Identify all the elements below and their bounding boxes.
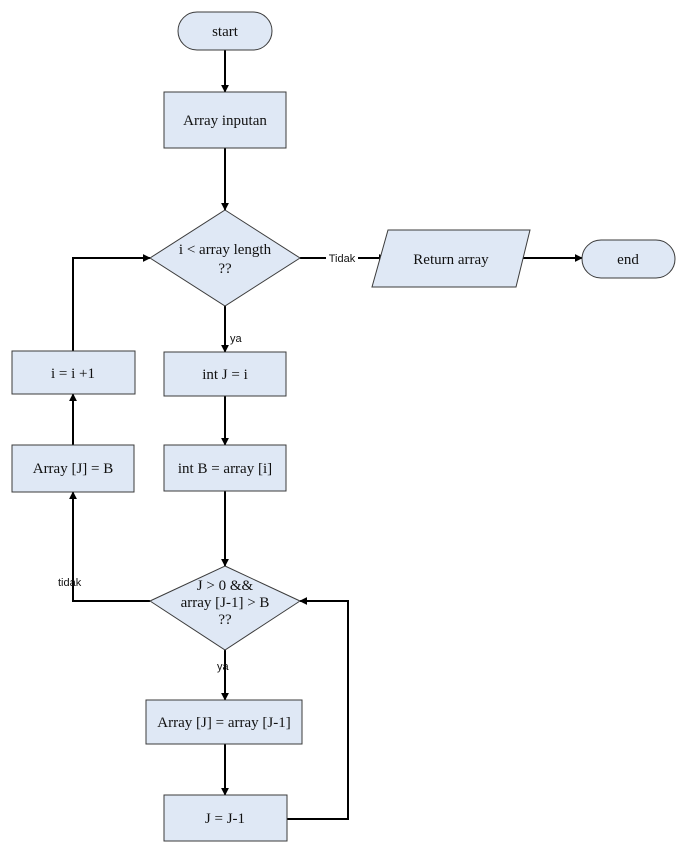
array-input-node: Array inputan (163, 91, 287, 149)
start-label: start (212, 24, 239, 40)
condition-shift-node: J > 0 && array [J-1] > B ?? (148, 565, 302, 651)
arrow-decrement-loop-to-cond2 (287, 597, 349, 820)
edge-label-ya-upper: ya (230, 333, 243, 345)
decrement-node: J = J-1 (163, 794, 288, 842)
condition-shift-line3: ?? (218, 612, 232, 628)
int-j-label: int J = i (202, 367, 248, 383)
assign-shift-node: Array [J] = array [J-1] (145, 699, 303, 745)
arrow-increment-to-cond1 (72, 254, 151, 351)
condition-shift-line2: array [J-1] > B (181, 595, 270, 611)
condition-array-length-line2: ?? (218, 261, 232, 277)
assign-b-label: Array [J] = B (33, 461, 114, 477)
decrement-label: J = J-1 (205, 811, 245, 827)
assign-b-node: Array [J] = B (11, 444, 135, 493)
end-node: end (581, 239, 676, 279)
assign-shift-label: Array [J] = array [J-1] (157, 715, 290, 731)
int-b-node: int B = array [i] (163, 444, 287, 492)
start-node: start (177, 11, 273, 51)
return-array-label: Return array (413, 252, 489, 268)
return-array-node: Return array (371, 229, 531, 288)
arrow-cond2-to-assignb (69, 491, 150, 602)
end-label: end (617, 252, 639, 268)
increment-label: i = i +1 (51, 366, 95, 382)
edge-label-tidak-lower: tidak (58, 577, 82, 589)
connectors (69, 50, 583, 820)
increment-node: i = i +1 (11, 350, 136, 395)
array-input-label: Array inputan (183, 113, 267, 129)
int-b-label: int B = array [i] (178, 461, 272, 477)
edge-labels: Tidak ya tidak ya (58, 250, 358, 673)
condition-array-length-line1: i < array length (179, 242, 272, 258)
edge-label-ya-lower: ya (217, 661, 230, 673)
condition-array-length-node: i < array length ?? (149, 209, 301, 307)
int-j-node: int J = i (163, 351, 287, 397)
condition-shift-line1: J > 0 && (197, 578, 254, 594)
edge-label-tidak-upper: Tidak (329, 253, 356, 265)
